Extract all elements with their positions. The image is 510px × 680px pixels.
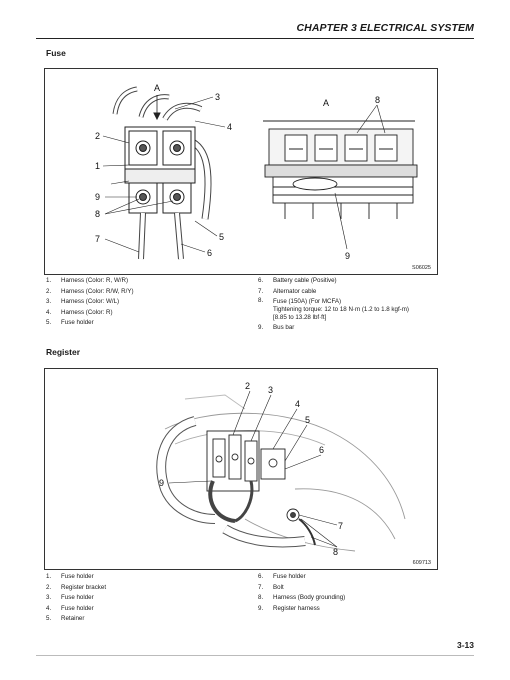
legend-text: Register harness — [273, 604, 320, 612]
legend-num: 1. — [46, 277, 52, 284]
fuse-holder-drawing — [112, 86, 212, 260]
legend-text: Retainer — [61, 615, 85, 622]
register-callout-3: 3 — [268, 385, 273, 395]
callout-7: 7 — [95, 234, 100, 244]
chapter-title: CHAPTER 3 ELECTRICAL SYSTEM — [296, 22, 474, 34]
callout-1: 1 — [95, 161, 100, 171]
legend-num: 2. — [46, 583, 52, 591]
fuse-figure-code: S06025 — [412, 265, 431, 271]
legend-num: 6. — [258, 277, 264, 284]
callout-4: 4 — [227, 122, 232, 132]
legend-text: Fuse holder — [61, 604, 94, 612]
register-callout-9: 9 — [159, 478, 164, 488]
callout-5: 5 — [219, 232, 224, 242]
callout-9-right: 9 — [345, 251, 350, 261]
legend-num: 9. — [258, 324, 264, 331]
register-callout-7: 7 — [338, 521, 343, 531]
fuse-section-title: Fuse — [46, 48, 66, 58]
legend-item: 4. Fuse holder — [46, 604, 106, 615]
legend-num: 1. — [46, 573, 52, 580]
legend-text: Fuse holder — [61, 594, 94, 601]
legend-num: 8. — [258, 594, 264, 601]
legend-text: Alternator cable — [273, 287, 317, 295]
legend-text: Harness (Body grounding) — [273, 594, 346, 601]
register-legend-left: 1. Fuse holder 2. Register bracket 3. Fuse … — [46, 572, 106, 625]
legend-text: Harness (Color: W/L) — [61, 298, 120, 305]
callout-8-right: 8 — [375, 95, 380, 105]
legend-text: Harness (Color: R/W, R/Y) — [61, 287, 134, 295]
fuse-figure: A 1 2 3 4 5 6 7 8 9 A — [44, 68, 438, 275]
legend-text: Fuse (150A) (For MCFA) — [273, 298, 342, 305]
legend-text: Register bracket — [61, 583, 107, 591]
callout-2: 2 — [95, 131, 100, 141]
legend-text: Battery cable (Positive) — [273, 277, 337, 284]
footer-rule — [36, 655, 474, 656]
fuse-diagram: A 1 2 3 4 5 6 7 8 9 A — [95, 83, 418, 261]
legend-num: 6. — [258, 573, 264, 580]
legend-num: 9. — [258, 604, 264, 612]
legend-item: 6. Fuse holder — [258, 572, 345, 583]
legend-num: 5. — [46, 319, 52, 326]
legend-item: 2. Register bracket — [46, 583, 106, 594]
callout-6: 6 — [207, 248, 212, 258]
legend-text: Fuse holder — [273, 573, 306, 580]
legend-item: 5. Fuse holder — [46, 318, 134, 329]
legend-text: Harness (Color: R) — [61, 308, 113, 316]
legend-item: 1. Fuse holder — [46, 572, 106, 583]
legend-num: 2. — [46, 287, 52, 295]
legend-item: 6. Battery cable (Positive) — [258, 276, 409, 287]
callout-A-right: A — [323, 98, 329, 108]
register-callout-8: 8 — [333, 547, 338, 557]
legend-item: 9. Register harness — [258, 604, 345, 615]
page-number: 3-13 — [456, 640, 474, 650]
legend-item: 7. Alternator cable — [258, 287, 409, 298]
register-figure: 2 3 4 5 6 7 8 9 609713 — [44, 368, 438, 570]
register-section-title: Register — [46, 347, 81, 357]
header-rule — [36, 38, 474, 39]
legend-item: 2. Harness (Color: R/W, R/Y) — [46, 287, 134, 298]
legend-item: 5. Retainer — [46, 614, 106, 625]
legend-num: 3. — [46, 594, 52, 601]
callout-3: 3 — [215, 92, 220, 102]
register-diagram: 2 3 4 5 6 7 8 9 — [156, 381, 406, 557]
legend-item: 7. Bolt — [258, 583, 345, 594]
fuse-legend-right: 6. Battery cable (Positive) 7. Alternator … — [258, 276, 409, 334]
register-figure-code: 609713 — [412, 560, 431, 566]
legend-text: Bolt — [273, 583, 284, 591]
legend-item: 3. Fuse holder — [46, 593, 106, 604]
callout-8-left: 8 — [95, 209, 100, 219]
legend-item: 9. Bus bar — [258, 323, 409, 334]
legend-num: 7. — [258, 287, 264, 295]
legend-item: 4. Harness (Color: R) — [46, 308, 134, 319]
legend-item: 8. Harness (Body grounding) — [258, 593, 345, 604]
legend-num: 4. — [46, 308, 52, 316]
register-callout-5: 5 — [305, 415, 310, 425]
callout-A-left: A — [154, 83, 160, 93]
register-callout-4: 4 — [295, 399, 300, 409]
callout-9-left: 9 — [95, 192, 100, 202]
bus-bar-drawing — [263, 120, 418, 219]
legend-item: 8. Fuse (150A) (For MCFA)Tightening torqu… — [258, 297, 409, 323]
legend-text: Fuse holder — [61, 573, 94, 580]
legend-subtext: [8.85 to 13.28 lbf·ft] — [273, 314, 327, 321]
legend-item: 1. Harness (Color: R, W/R) — [46, 276, 134, 287]
register-callout-2: 2 — [245, 381, 250, 391]
legend-subtext: Tightening torque: 12 to 18 N·m (1.2 to … — [273, 306, 409, 313]
register-callout-6: 6 — [319, 445, 324, 455]
legend-num: 7. — [258, 583, 264, 591]
legend-text: Fuse holder — [61, 319, 94, 326]
legend-num: 5. — [46, 615, 52, 622]
legend-text: Bus bar — [273, 324, 295, 331]
legend-item: 3. Harness (Color: W/L) — [46, 297, 134, 308]
legend-num: 8. — [258, 297, 264, 304]
legend-num: 3. — [46, 298, 52, 305]
register-drawing — [156, 394, 406, 552]
fuse-legend-left: 1. Harness (Color: R, W/R) 2. Harness (Col… — [46, 276, 134, 329]
legend-num: 4. — [46, 604, 52, 612]
register-legend-right: 6. Fuse holder 7. Bolt 8. Harness (Body gro… — [258, 572, 345, 614]
legend-text: Harness (Color: R, W/R) — [61, 277, 129, 284]
